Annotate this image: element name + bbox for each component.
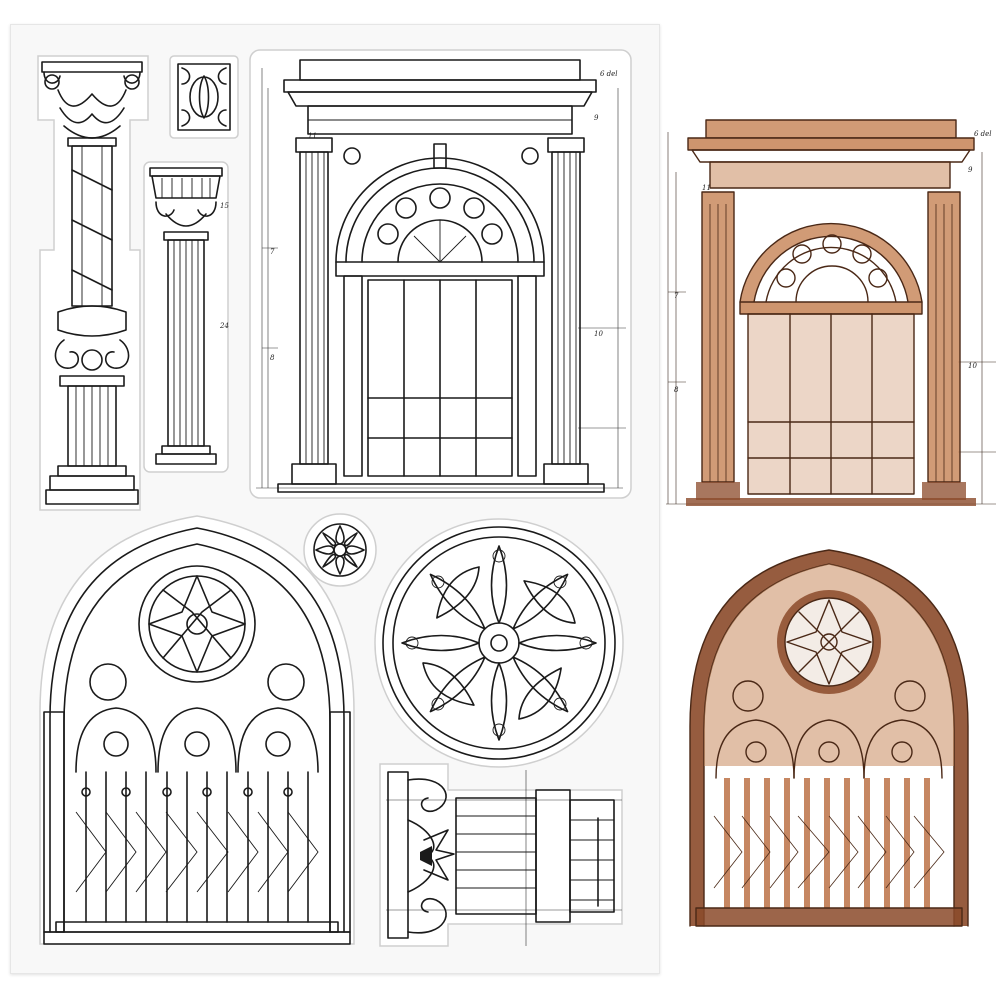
corinthian-column-stamp xyxy=(30,50,155,520)
svg-text:6 del: 6 del xyxy=(600,70,618,78)
svg-text:9: 9 xyxy=(594,114,599,122)
fluted-pilaster-icon: 24 15 xyxy=(143,161,229,473)
svg-text:11: 11 xyxy=(702,184,711,192)
rose-window-stamp xyxy=(372,516,626,770)
capital-detail-icon xyxy=(379,763,623,947)
gothic-window-icon xyxy=(39,515,355,945)
svg-text:7: 7 xyxy=(270,248,275,256)
ornament-tile-icon xyxy=(169,55,239,139)
svg-text:8: 8 xyxy=(674,386,679,394)
colored-gothic-window-sample xyxy=(686,546,972,930)
svg-text:24: 24 xyxy=(219,322,229,330)
svg-text:9: 9 xyxy=(968,166,973,174)
svg-text:10: 10 xyxy=(968,362,977,370)
svg-text:15: 15 xyxy=(220,202,229,210)
gothic-window-stamp xyxy=(36,512,358,948)
arched-doorway-icon: 6 del 7 8 9 10 11 xyxy=(666,119,996,506)
svg-text:7: 7 xyxy=(674,292,679,300)
svg-text:11: 11 xyxy=(308,132,317,140)
fluted-pilaster-stamp: 24 15 xyxy=(140,158,232,476)
capital-detail-stamp xyxy=(376,760,626,950)
gothic-window-icon xyxy=(689,549,969,927)
colored-doorway-sample: 6 del 7 8 9 10 11 xyxy=(662,112,1000,514)
corinthian-column-icon xyxy=(37,55,149,511)
svg-text:10: 10 xyxy=(594,330,603,338)
arched-doorway-icon: 6 del 7 8 9 10 11 xyxy=(249,49,632,499)
small-rosette-stamp xyxy=(302,512,378,588)
svg-text:8: 8 xyxy=(270,354,275,362)
ornament-tile-stamp xyxy=(168,54,240,140)
svg-text:6 del: 6 del xyxy=(974,130,992,138)
rosette-icon xyxy=(303,513,377,587)
doorway-stamp: 6 del 7 8 9 10 11 xyxy=(248,48,633,500)
rose-window-icon xyxy=(374,518,624,768)
